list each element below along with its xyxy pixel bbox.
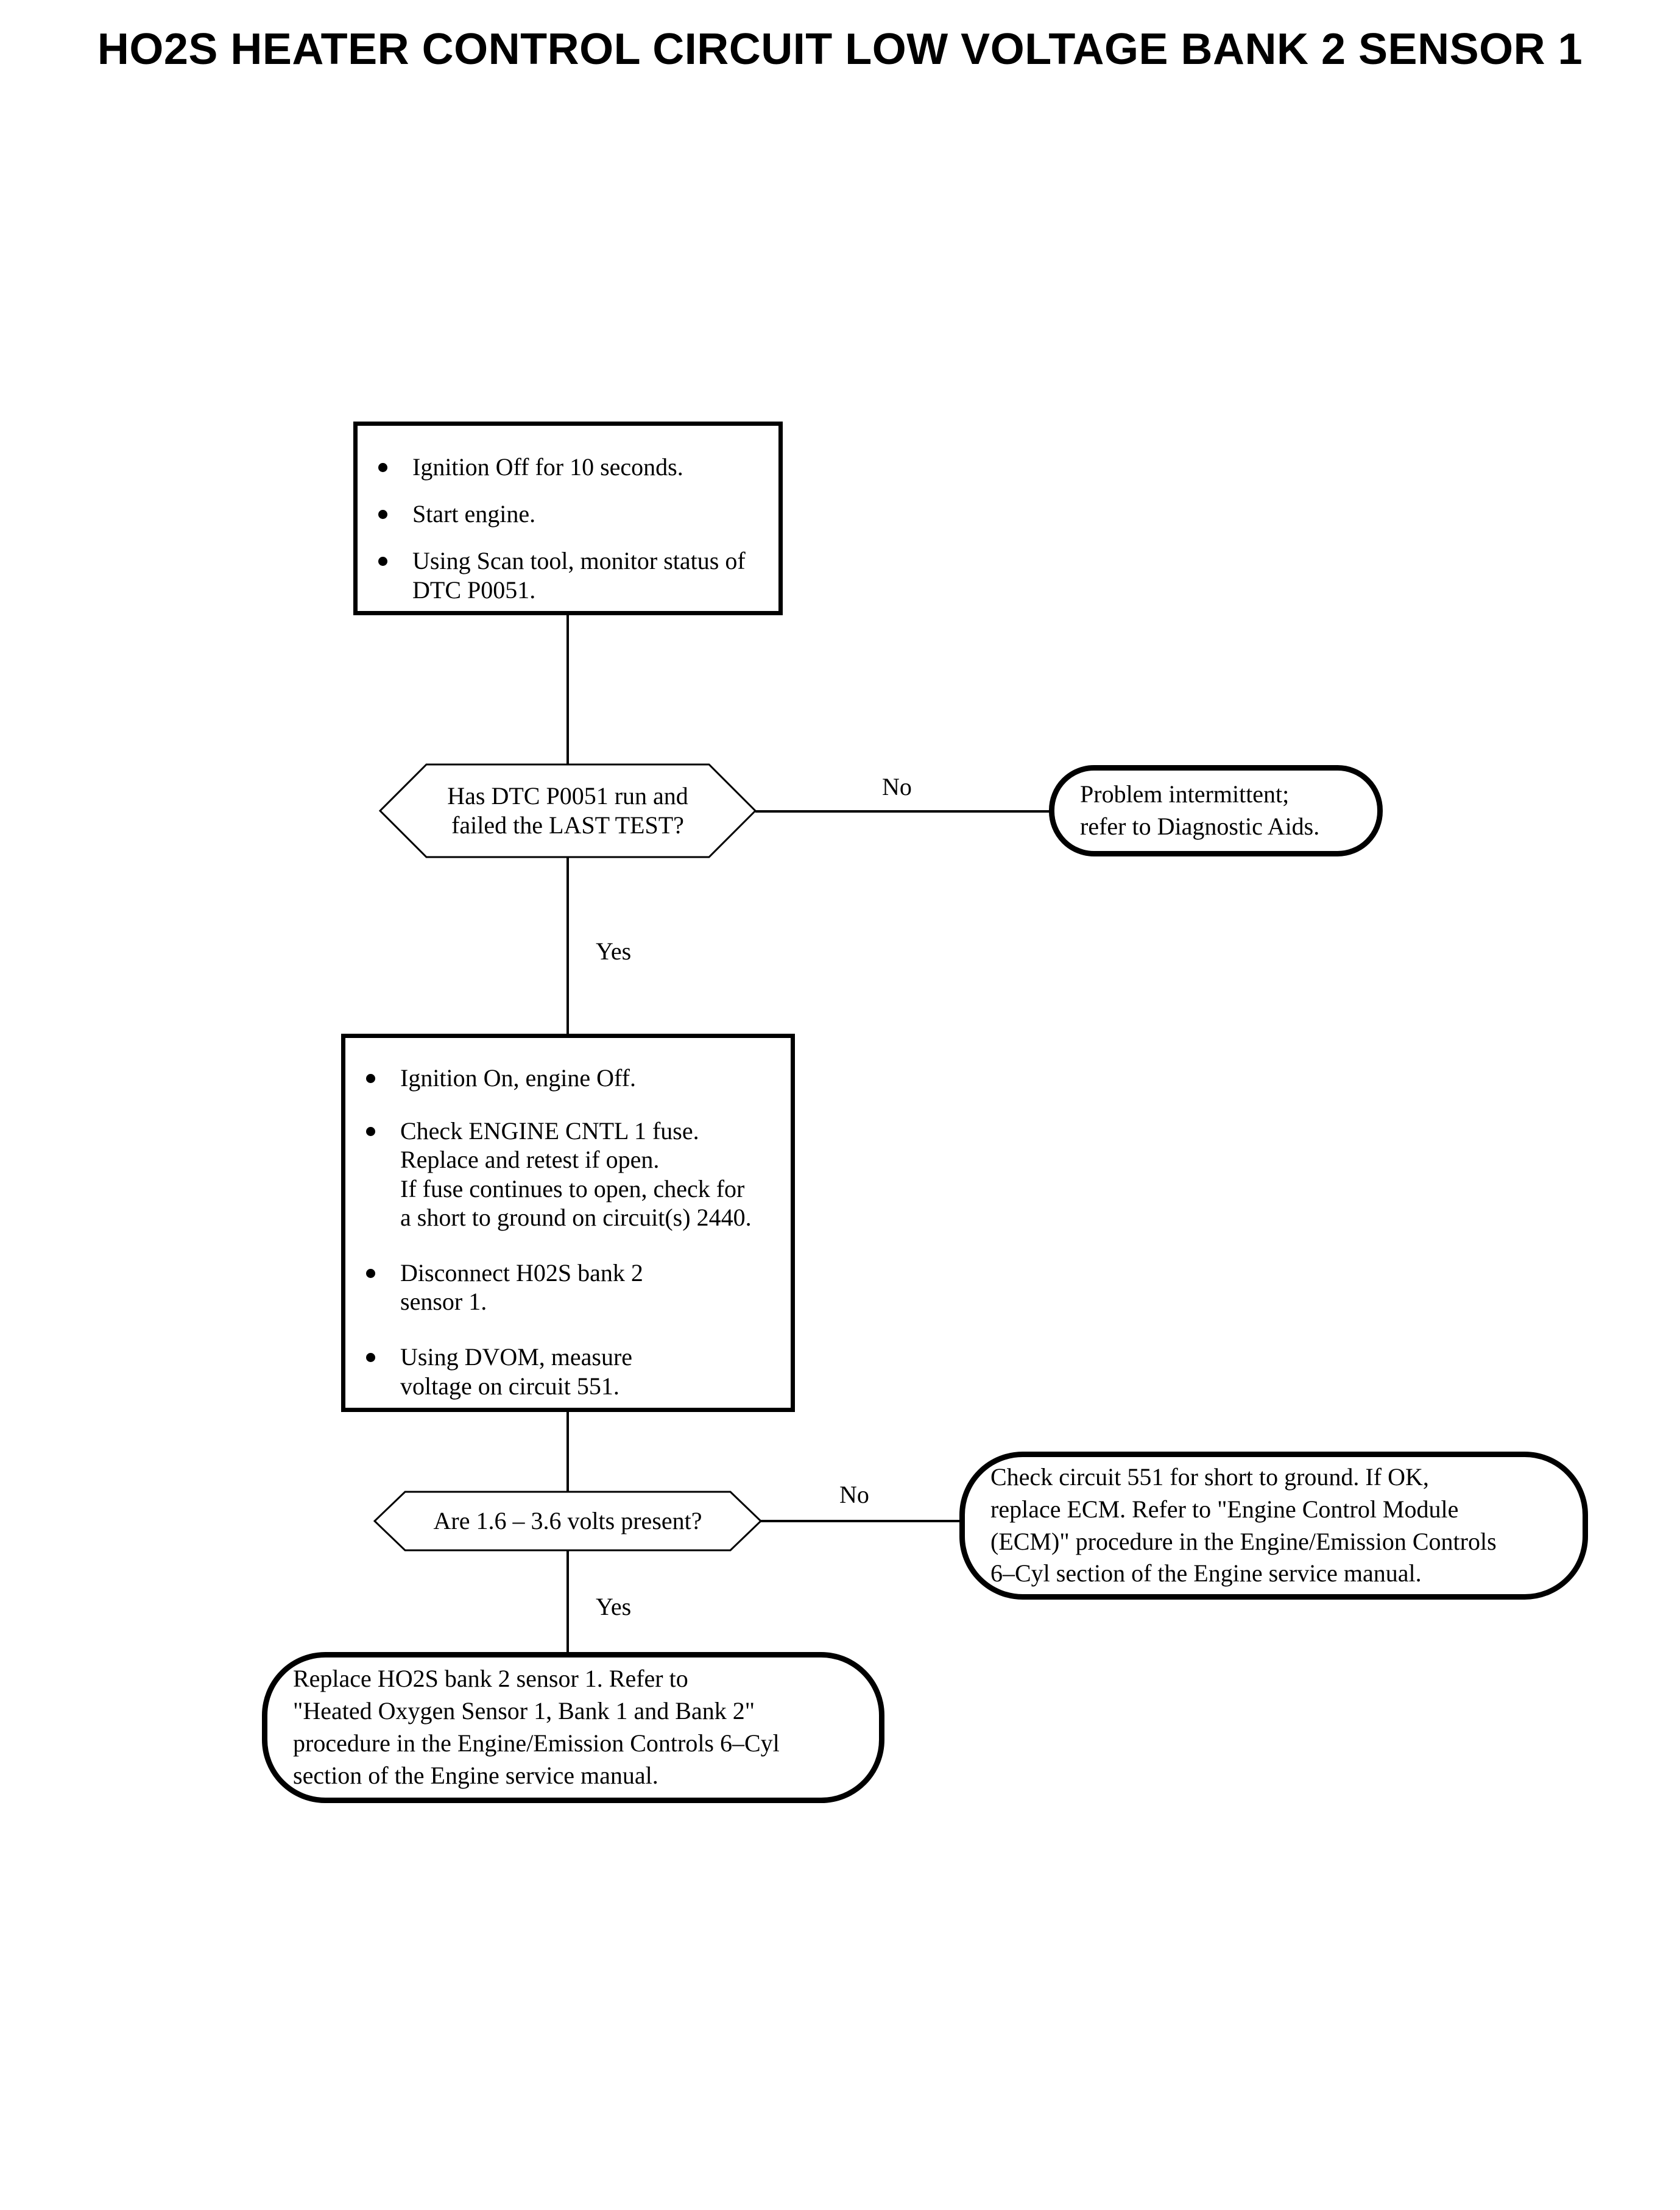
- connector-decision1-no: [755, 810, 1050, 813]
- terminator-check-circuit-551: Check circuit 551 for short to ground. I…: [959, 1452, 1588, 1600]
- decision2-text: Are 1.6 – 3.6 volts present?: [433, 1507, 702, 1534]
- bullet-dot-icon: [378, 463, 387, 472]
- decision-hexagon-2: Are 1.6 – 3.6 volts present?: [373, 1491, 762, 1552]
- list-item: Ignition On, engine Off.: [355, 1064, 772, 1092]
- bullet-dot-icon: [366, 1074, 375, 1083]
- step2-bullet-2: Check ENGINE CNTL 1 fuse. Replace and re…: [400, 1117, 752, 1231]
- connector-step2-to-decision2: [566, 1412, 569, 1492]
- page-title: HO2S HEATER CONTROL CIRCUIT LOW VOLTAGE …: [97, 25, 1583, 74]
- branch-label-yes-1: Yes: [596, 937, 632, 965]
- hexagon-shape-icon: [373, 1491, 762, 1552]
- branch-label-yes-2: Yes: [596, 1593, 632, 1620]
- bullet-dot-icon: [366, 1353, 375, 1363]
- connector-step1-to-decision1: [566, 615, 569, 764]
- list-item: Using Scan tool, monitor status of DTC P…: [367, 546, 760, 604]
- step2-bullet-list: Ignition On, engine Off. Check ENGINE CN…: [355, 1064, 772, 1400]
- list-item: Check ENGINE CNTL 1 fuse. Replace and re…: [355, 1117, 772, 1232]
- list-item: Disconnect H02S bank 2 sensor 1.: [355, 1259, 772, 1316]
- connector-decision1-yes: [566, 857, 569, 1035]
- branch-label-no-2: No: [839, 1481, 869, 1508]
- terminator-problem-intermittent: Problem intermittent; refer to Diagnosti…: [1049, 765, 1383, 856]
- list-item: Ignition Off for 10 seconds.: [367, 453, 760, 481]
- bullet-dot-icon: [366, 1268, 375, 1278]
- step1-bullet-1: Ignition Off for 10 seconds.: [412, 453, 683, 481]
- step1-bullet-3: Using Scan tool, monitor status of DTC P…: [412, 547, 746, 604]
- bullet-dot-icon: [378, 510, 387, 520]
- terminator2-text: Check circuit 551 for short to ground. I…: [990, 1463, 1497, 1587]
- list-item: Using DVOM, measure voltage on circuit 5…: [355, 1343, 772, 1400]
- process-box-step1: Ignition Off for 10 seconds. Start engin…: [353, 422, 783, 615]
- step2-bullet-1: Ignition On, engine Off.: [400, 1064, 636, 1092]
- bullet-dot-icon: [366, 1127, 375, 1137]
- process-box-step2: Ignition On, engine Off. Check ENGINE CN…: [341, 1034, 795, 1412]
- connector-decision2-no: [761, 1520, 962, 1522]
- bullet-dot-icon: [378, 557, 387, 567]
- step2-bullet-3: Disconnect H02S bank 2 sensor 1.: [400, 1259, 643, 1316]
- terminator-replace-ho2s-sensor: Replace HO2S bank 2 sensor 1. Refer to "…: [262, 1652, 884, 1803]
- connector-decision2-yes: [566, 1550, 569, 1654]
- terminator3-text: Replace HO2S bank 2 sensor 1. Refer to "…: [293, 1665, 780, 1789]
- terminator1-text: Problem intermittent; refer to Diagnosti…: [1080, 780, 1320, 840]
- step1-bullet-2: Start engine.: [412, 500, 536, 528]
- decision1-text: Has DTC P0051 run and failed the LAST TE…: [447, 782, 688, 839]
- hexagon-shape-icon: [379, 763, 757, 858]
- decision-hexagon-1: Has DTC P0051 run and failed the LAST TE…: [379, 763, 757, 858]
- step1-bullet-list: Ignition Off for 10 seconds. Start engin…: [367, 453, 760, 604]
- list-item: Start engine.: [367, 500, 760, 528]
- branch-label-no-1: No: [882, 773, 912, 800]
- step2-bullet-4: Using DVOM, measure voltage on circuit 5…: [400, 1343, 633, 1400]
